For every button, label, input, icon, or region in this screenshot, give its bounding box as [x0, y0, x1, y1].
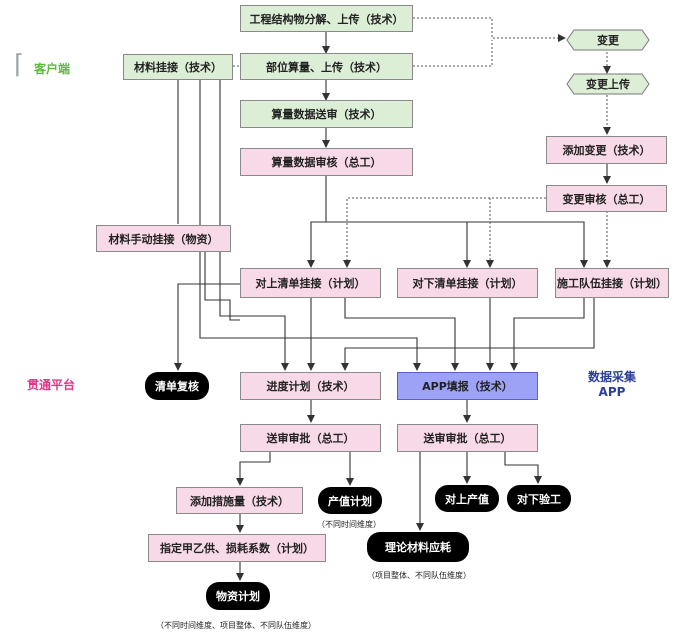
- node-add-change[interactable]: 添加变更（技术）: [546, 136, 667, 164]
- node-material-manual[interactable]: 材料手动挂接（物资）: [96, 225, 231, 252]
- node-approve-right[interactable]: 送审审批（总工）: [397, 424, 538, 452]
- node-change-label: 变更: [597, 34, 619, 47]
- node-specify-supply[interactable]: 指定甲乙供、损耗系数（计划）: [148, 534, 326, 562]
- node-list-recheck[interactable]: 清单复核: [145, 372, 209, 400]
- node-material-plan[interactable]: 物资计划: [206, 582, 270, 610]
- node-change-upload[interactable]: 变更上传: [566, 73, 650, 95]
- client-label: 客户端: [33, 61, 70, 76]
- node-team-link[interactable]: 施工队伍挂接（计划）: [555, 268, 669, 298]
- node-up-output[interactable]: 对上产值: [435, 485, 499, 512]
- node-approve-left[interactable]: 送审审批（总工）: [240, 424, 381, 452]
- data-collect-line1: 数据采集: [587, 370, 636, 384]
- platform-label: 贯通平台: [26, 377, 75, 392]
- node-calc-send[interactable]: 算量数据送审（技术）: [240, 100, 413, 128]
- node-calc-review[interactable]: 算量数据审核（总工）: [240, 148, 413, 176]
- node-app-report[interactable]: APP填报（技术）: [397, 372, 538, 400]
- node-down-accept[interactable]: 对下验工: [507, 485, 571, 512]
- node-progress-plan[interactable]: 进度计划（技术）: [240, 372, 381, 400]
- node-down-list[interactable]: 对下清单挂接（计划）: [397, 268, 538, 298]
- node-part-calc[interactable]: 部位算量、上传（技术）: [240, 53, 413, 80]
- node-output-plan[interactable]: 产值计划: [318, 487, 382, 514]
- node-decompose[interactable]: 工程结构物分解、上传（技术）: [240, 5, 413, 32]
- note-theory-consume: （项目整体、不同队伍维度）: [367, 571, 471, 580]
- data-collect-label: 数据采集 APP: [576, 370, 648, 400]
- node-theory-consume[interactable]: 理论材料应耗: [367, 532, 469, 562]
- node-change[interactable]: 变更: [566, 29, 650, 51]
- note-output-plan: （不同时间维度）: [317, 520, 381, 529]
- node-change-review[interactable]: 变更审核（总工）: [546, 185, 667, 212]
- node-change-upload-label: 变更上传: [586, 78, 630, 91]
- client-bracket-left: ⌈: [14, 50, 25, 80]
- node-add-measures[interactable]: 添加措施量（技术）: [176, 487, 303, 514]
- data-collect-line2: APP: [598, 385, 626, 399]
- note-material-plan: （不同时间维度、项目整体、不同队伍维度）: [156, 621, 316, 630]
- node-material-link-tech[interactable]: 材料挂接（技术）: [123, 54, 233, 80]
- node-up-list[interactable]: 对上清单挂接（计划）: [240, 268, 381, 298]
